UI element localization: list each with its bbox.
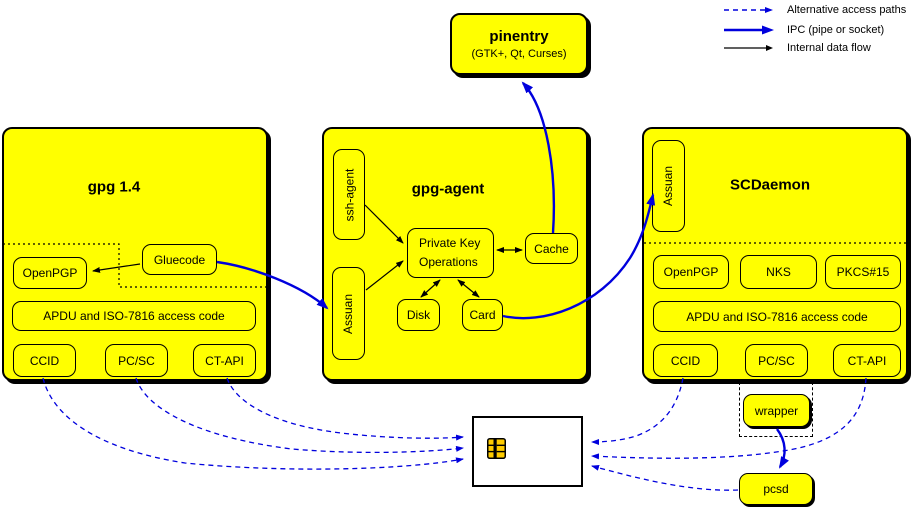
disk-node: Disk — [397, 299, 440, 331]
pinentry-title: pinentry — [489, 28, 549, 45]
alt-path-gpg14-ccid-to-card — [42, 377, 464, 470]
scdaemon-ctapi-node: CT-API — [833, 344, 901, 377]
gpg14-apdu-node: APDU and ISO-7816 access code — [12, 301, 256, 331]
node-label: pcsd — [763, 482, 789, 496]
alt-path-gpg14-ctapi-to-card — [226, 377, 464, 441]
smartcard-chip-icon — [487, 438, 506, 459]
alt-path-scdaemon-ctapi-to-card — [591, 377, 867, 460]
gpg14-ccid-node: CCID — [13, 344, 76, 377]
scdaemon-openpgp-node: OpenPGP — [653, 255, 729, 289]
node-label: Disk — [406, 308, 431, 322]
data-flow-arrow-icon — [724, 45, 773, 51]
node-label: Private Key — [419, 236, 481, 251]
alt-path-pcsd-to-card — [591, 464, 739, 491]
gpg-agent-title: gpg-agent — [411, 180, 485, 198]
node-label: CT-API — [205, 353, 244, 368]
legend-label: Alternative access paths — [787, 4, 907, 16]
gpg-agent-assuan-node: Assuan — [332, 267, 365, 360]
node-label: ssh-agent — [342, 168, 357, 221]
node-label: Cache — [534, 241, 569, 256]
smartcard-box — [472, 416, 583, 487]
pinentry-box: pinentry (GTK+, Qt, Curses) — [450, 13, 588, 75]
legend-item-internal-flow: Internal data flow — [723, 41, 871, 55]
legend-label: Internal data flow — [787, 42, 871, 54]
scdaemon-pkcs15-node: PKCS#15 — [825, 255, 901, 289]
wrapper-node: wrapper — [743, 394, 810, 427]
ipc-arrow-icon — [724, 25, 774, 35]
gpg14-box — [2, 127, 268, 381]
scdaemon-title: SCDaemon — [729, 176, 811, 194]
gpg-agent-ssh-agent-node: ssh-agent — [333, 149, 365, 240]
node-label: PC/SC — [758, 353, 795, 368]
node-label: NKS — [766, 265, 791, 279]
scdaemon-assuan-node: Assuan — [652, 140, 685, 232]
gpg14-gluecode-node: Gluecode — [142, 244, 217, 275]
gpg14-openpgp-node: OpenPGP — [13, 257, 87, 289]
scdaemon-apdu-node: APDU and ISO-7816 access code — [653, 301, 901, 332]
node-label: Card — [469, 308, 496, 322]
scdaemon-pcsc-node: PC/SC — [745, 344, 808, 377]
scdaemon-nks-node: NKS — [740, 255, 817, 289]
pcsd-node: pcsd — [739, 473, 813, 505]
node-label: CT-API — [847, 353, 887, 368]
node-label: Assuan — [341, 293, 356, 334]
legend-item-alternative-access: Alternative access paths — [723, 3, 906, 17]
node-label: wrapper — [754, 403, 799, 418]
gpg14-pcsc-node: PC/SC — [105, 344, 168, 377]
card-node: Card — [462, 299, 503, 331]
private-key-operations-node: Private Key Operations — [407, 228, 494, 278]
node-label: Operations — [419, 255, 478, 269]
legend-label: IPC (pipe or socket) — [787, 24, 885, 36]
scdaemon-box — [642, 127, 908, 381]
scdaemon-ccid-node: CCID — [653, 344, 718, 377]
pinentry-subtitle: (GTK+, Qt, Curses) — [471, 48, 567, 60]
node-label: PKCS#15 — [836, 265, 890, 279]
node-label: CCID — [29, 353, 60, 368]
alt-path-scdaemon-ccid-to-card — [591, 377, 684, 445]
node-label: APDU and ISO-7816 access code — [43, 309, 225, 323]
dashed-arrow-icon — [724, 7, 773, 13]
node-label: OpenPGP — [22, 266, 78, 280]
node-label: PC/SC — [118, 353, 155, 368]
gpg14-title: gpg 1.4 — [87, 178, 141, 196]
gpg14-ctapi-node: CT-API — [193, 344, 256, 377]
alt-path-gpg14-pcsc-to-card — [135, 377, 464, 454]
node-label: CCID — [670, 353, 701, 368]
cache-node: Cache — [525, 233, 578, 264]
legend-item-ipc: IPC (pipe or socket) — [723, 23, 884, 37]
node-label: OpenPGP — [663, 265, 719, 279]
node-label: Assuan — [661, 165, 676, 207]
node-label: Gluecode — [153, 252, 206, 267]
node-label: APDU and ISO-7816 access code — [686, 309, 868, 324]
